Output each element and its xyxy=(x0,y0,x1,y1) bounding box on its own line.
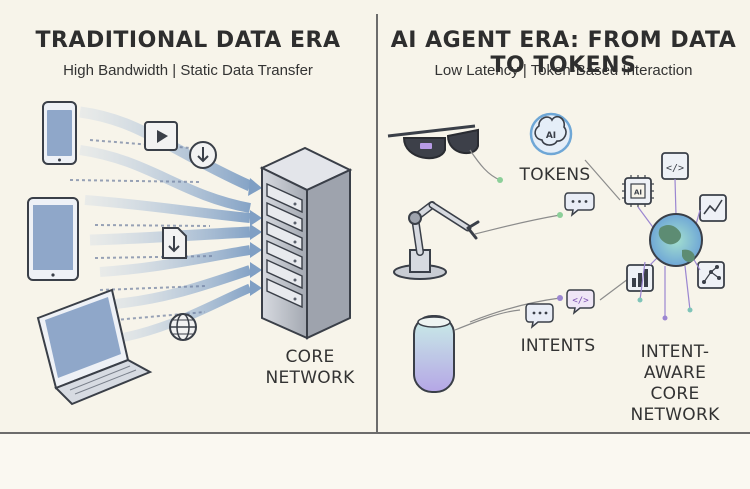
bottom-band xyxy=(0,434,750,489)
svg-text:</>: </> xyxy=(666,163,684,174)
core-network-label-line1: CORE xyxy=(285,347,335,367)
ai-agent-era-panel: AI AGENT ERA: FROM DATA TO TOKENS Low La… xyxy=(377,0,750,432)
tokens-label: TOKENS xyxy=(519,165,591,185)
core-network-label-line2: NETWORK xyxy=(265,368,355,388)
ai-chip-badge: AI xyxy=(634,189,642,197)
globe-network-icon xyxy=(637,178,703,321)
chat-bubble-icon xyxy=(564,192,595,217)
intents-label: INTENTS xyxy=(520,336,596,356)
ai-brain-icon: AI xyxy=(529,112,573,156)
intent-aware-core-label: INTENT-AWARE CORE NETWORK xyxy=(610,342,740,426)
chat-bubble-icon xyxy=(525,303,554,329)
line-chart-icon xyxy=(699,194,727,222)
connector-node xyxy=(497,177,503,183)
connector-node xyxy=(557,212,563,218)
tablet-icon xyxy=(27,197,79,281)
server-rack-icon xyxy=(259,146,353,340)
core-network-label: CORE NETWORK xyxy=(255,347,365,389)
traditional-era-panel: TRADITIONAL DATA ERA High Bandwidth | St… xyxy=(0,0,376,432)
bottom-divider xyxy=(0,432,750,434)
ai-brain-badge: AI xyxy=(546,131,556,141)
network-graph-icon xyxy=(697,261,725,289)
file-download-icon xyxy=(162,227,187,259)
intent-aware-core-label-line2: CORE NETWORK xyxy=(630,384,720,425)
smartphone-icon xyxy=(42,101,77,165)
intent-aware-core-label-line1: INTENT-AWARE xyxy=(640,342,710,383)
left-panel-subtitle: High Bandwidth | Static Data Transfer xyxy=(63,62,313,79)
panel-divider xyxy=(376,14,378,432)
laptop-icon xyxy=(36,288,153,406)
svg-text:</>: </> xyxy=(572,296,589,306)
smart-speaker-icon xyxy=(413,315,455,393)
code-bubble-icon: </> xyxy=(566,289,595,315)
ai-chip-icon: AI xyxy=(622,175,654,207)
glasses-connector xyxy=(469,149,501,181)
robot-arm-icon xyxy=(393,201,480,280)
code-icon: </> xyxy=(661,152,689,180)
smart-glasses-icon xyxy=(387,124,479,160)
connector-node xyxy=(557,295,563,301)
diagram-graphics: AI </> AI </> xyxy=(27,101,727,406)
video-file-icon xyxy=(144,121,178,151)
right-panel-title: AI AGENT ERA: FROM DATA TO TOKENS xyxy=(390,28,737,78)
right-panel-subtitle: Low Latency | Token-Based Interaction xyxy=(434,62,693,79)
download-icon xyxy=(189,141,217,169)
globe-icon xyxy=(169,313,197,341)
left-panel-title: TRADITIONAL DATA ERA xyxy=(35,28,341,53)
bar-chart-icon xyxy=(626,264,654,292)
